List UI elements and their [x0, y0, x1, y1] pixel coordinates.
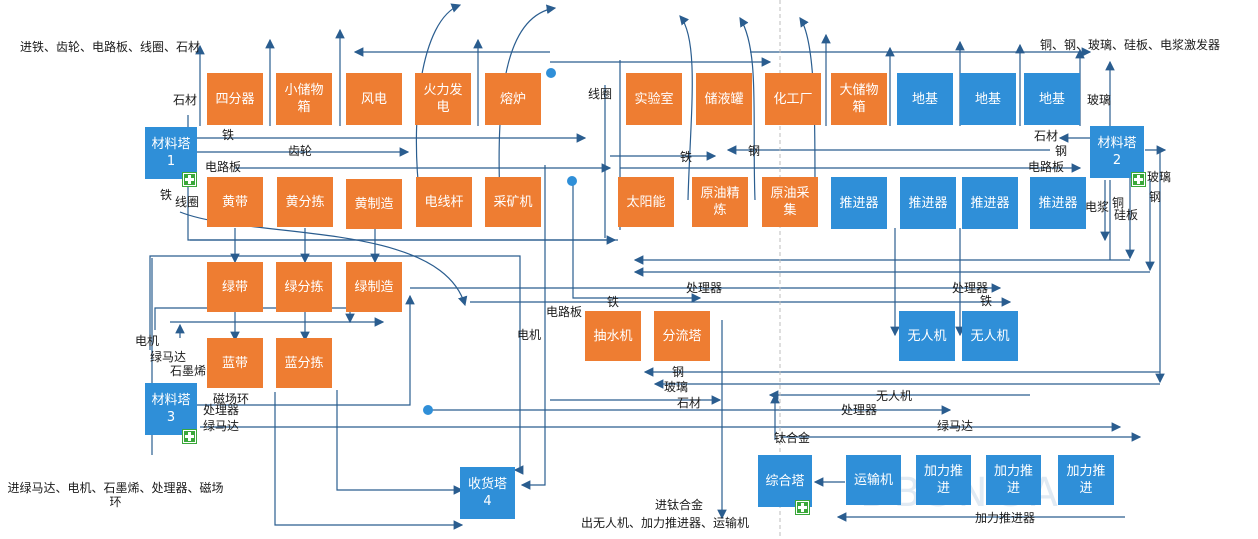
flow-label: 钢 [672, 365, 685, 379]
flow-label: 绿马达 [150, 350, 187, 364]
machine-thermal-power[interactable]: 火力发 电 [415, 73, 471, 125]
note-input-right: 铜、钢、玻璃、硅板、电浆激发器 [1040, 38, 1221, 52]
machine-oil-extractor[interactable]: 原油采 集 [762, 177, 818, 227]
machine-chem-plant[interactable]: 化工厂 [765, 73, 821, 125]
flow-label: 处理器 [952, 281, 989, 295]
add-icon[interactable] [183, 173, 196, 186]
thruster-3[interactable]: 推进器 [962, 177, 1018, 229]
flow-label: 铁 [160, 188, 173, 202]
flow-label: 石墨烯 [170, 364, 207, 378]
note-output-bottom: 出无人机、加力推进器、运输机 [581, 516, 750, 530]
junction-dot [567, 176, 577, 186]
flow-label: 铁 [980, 294, 993, 308]
flow-label: 硅板 [1114, 208, 1139, 222]
flow-label: 齿轮 [288, 144, 313, 158]
machine-yellow-sorter[interactable]: 黄分拣 [277, 177, 333, 227]
machine-wind-power[interactable]: 风电 [346, 73, 402, 125]
machine-blue-sorter[interactable]: 蓝分拣 [276, 338, 332, 388]
junction-dot [546, 68, 556, 78]
flow-label: 处理器 [686, 281, 723, 295]
flow-label: 铁 [222, 128, 235, 142]
foundation-2[interactable]: 地基 [960, 73, 1016, 125]
flow-label: 电浆 [1085, 200, 1110, 214]
flow-label: 无人机 [876, 389, 913, 403]
transport-ship[interactable]: 运输机 [846, 455, 901, 505]
booster-2[interactable]: 加力推 进 [986, 455, 1041, 505]
flow-label: 电路板 [205, 160, 242, 174]
note-input-bottomleft: 进绿马达、电机、石墨烯、处理器、磁场 环 [7, 481, 224, 509]
machine-splitter[interactable]: 四分器 [207, 73, 263, 125]
flow-label: 玻璃 [664, 380, 689, 394]
thruster-2[interactable]: 推进器 [900, 177, 956, 229]
machine-oil-refinery[interactable]: 原油精 炼 [692, 177, 748, 227]
note-input-left: 进铁、齿轮、电路板、线圈、石材 [20, 40, 201, 54]
junction-dot [423, 405, 433, 415]
add-icon[interactable] [796, 501, 809, 514]
drone-2[interactable]: 无人机 [962, 311, 1018, 361]
material-tower-3[interactable]: 材料塔 3 [145, 383, 197, 435]
machine-fractionator[interactable]: 分流塔 [654, 311, 710, 361]
flow-label: 铜 [1112, 196, 1125, 210]
foundation-3[interactable]: 地基 [1024, 73, 1080, 125]
flow-label: 玻璃 [1147, 170, 1172, 184]
thruster-1[interactable]: 推进器 [831, 177, 887, 229]
flow-label: 石材 [1034, 129, 1059, 143]
note-input-bottom: 进钛合金 [655, 498, 704, 512]
flow-label: 电路板 [1028, 160, 1065, 174]
flow-label: 绿马达 [937, 419, 974, 433]
flow-label: 加力推进器 [975, 511, 1036, 525]
machine-yellow-belt[interactable]: 黄带 [207, 177, 263, 227]
flow-label: 电机 [517, 328, 542, 342]
material-tower-1[interactable]: 材料塔 1 [145, 127, 197, 179]
receiving-tower-4[interactable]: 收货塔 4 [460, 467, 515, 519]
machine-green-assembler[interactable]: 绿制造 [346, 262, 402, 312]
machine-blue-belt[interactable]: 蓝带 [207, 338, 263, 388]
flow-label: 石材 [173, 93, 198, 107]
machine-yellow-assembler[interactable]: 黄制造 [346, 179, 402, 229]
drone-1[interactable]: 无人机 [899, 311, 955, 361]
machine-large-storage[interactable]: 大储物 箱 [831, 73, 887, 125]
foundation-1[interactable]: 地基 [897, 73, 953, 125]
flow-label: 线圈 [175, 195, 200, 209]
machine-lab[interactable]: 实验室 [626, 73, 682, 125]
machine-water-pump[interactable]: 抽水机 [585, 311, 641, 361]
booster-3[interactable]: 加力推 进 [1058, 455, 1114, 505]
flow-label: 玻璃 [1087, 93, 1112, 107]
flow-label: 铁 [680, 150, 693, 164]
machine-green-belt[interactable]: 绿带 [207, 262, 263, 312]
machine-green-sorter[interactable]: 绿分拣 [276, 262, 332, 312]
flow-label: 磁场环 [213, 392, 250, 406]
combo-tower[interactable]: 综合塔 [758, 455, 812, 507]
machine-tank[interactable]: 储液罐 [696, 73, 752, 125]
add-icon[interactable] [183, 430, 196, 443]
flow-label: 绿马达 [203, 419, 240, 433]
machine-solar[interactable]: 太阳能 [618, 177, 674, 227]
flow-label: 钛合金 [774, 431, 811, 445]
flow-label: 线圈 [588, 87, 613, 101]
machine-furnace[interactable]: 熔炉 [485, 73, 541, 125]
machine-power-pole[interactable]: 电线杆 [416, 177, 472, 227]
machine-small-storage[interactable]: 小储物 箱 [276, 73, 332, 125]
flow-label: 石材 [677, 396, 702, 410]
flow-label: 处理器 [841, 403, 878, 417]
add-icon[interactable] [1132, 173, 1145, 186]
flow-label: 铁 [607, 295, 620, 309]
flow-label: 电路板 [546, 305, 583, 319]
flow-label: 钢 [1149, 190, 1162, 204]
booster-1[interactable]: 加力推 进 [916, 455, 971, 505]
machine-miner[interactable]: 采矿机 [485, 177, 541, 227]
flow-label: 处理器 [203, 403, 240, 417]
material-tower-2[interactable]: 材料塔 2 [1090, 126, 1144, 178]
flow-label: 电机 [135, 334, 160, 348]
flow-label: 钢 [748, 144, 761, 158]
flow-label: 钢 [1055, 144, 1068, 158]
thruster-4[interactable]: 推进器 [1030, 177, 1086, 229]
